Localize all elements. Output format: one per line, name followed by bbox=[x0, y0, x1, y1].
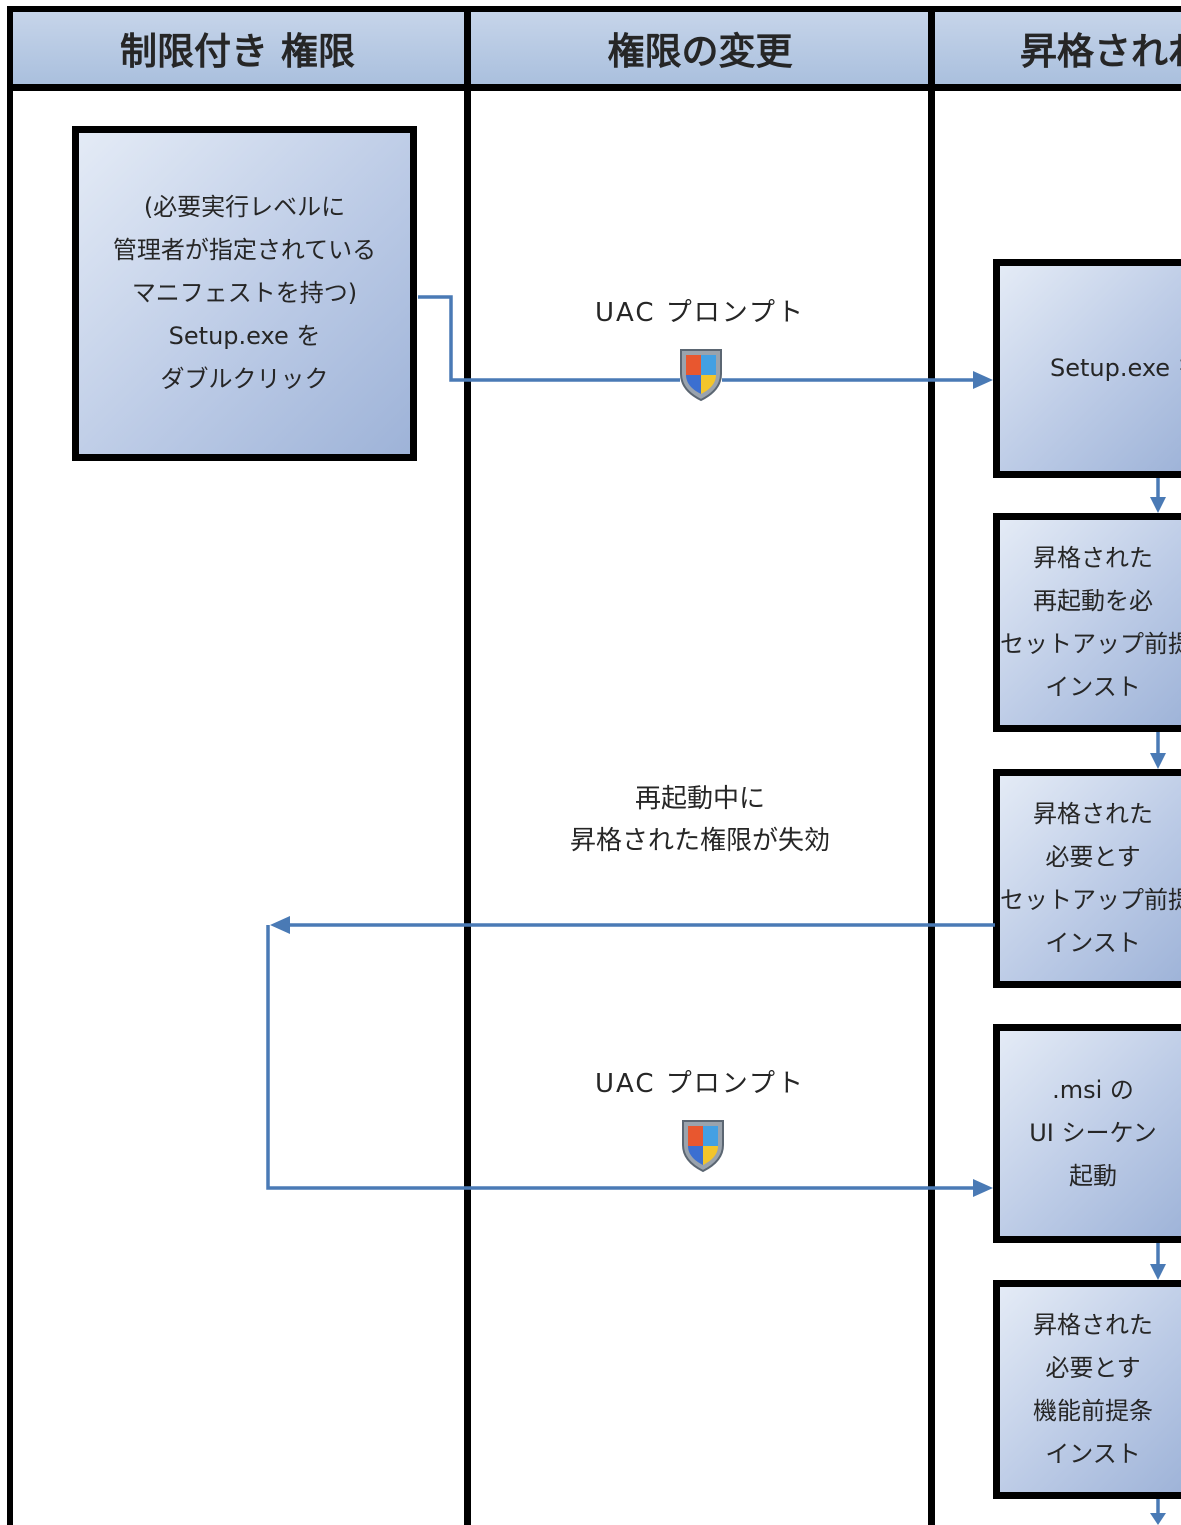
arrowhead bbox=[1150, 497, 1166, 513]
uac-shield-icon bbox=[682, 1120, 724, 1173]
msi-ui-sequence-box: .msi の UI シーケン 起動 bbox=[993, 1024, 1181, 1243]
box-text-line: インスト bbox=[1045, 928, 1141, 957]
box-text-line: 必要とす bbox=[1045, 842, 1141, 871]
lane-header-elevated: 昇格されれ bbox=[1020, 30, 1181, 73]
label-line: 再起動中に bbox=[634, 784, 765, 814]
uac-prompt-label: UAC プロンプト bbox=[595, 1069, 805, 1099]
box-text-line: 昇格された bbox=[1033, 799, 1153, 828]
header-divider bbox=[7, 84, 1181, 91]
box-text-line: 昇格された bbox=[1033, 543, 1153, 572]
lane-header-change: 権限の変更 bbox=[607, 30, 793, 73]
box-text-line: マニフェストを持つ) bbox=[131, 279, 358, 307]
box-text-line: Setup.exe を bbox=[168, 322, 321, 350]
lane-divider-2 bbox=[928, 6, 935, 1525]
arrow-line bbox=[266, 925, 975, 1190]
box-text-line: 再起動を必 bbox=[1033, 586, 1153, 615]
feature-prereq-install-box: 昇格された 必要とす 機能前提条 インスト bbox=[993, 1280, 1181, 1499]
box-text-line: 昇格された bbox=[1033, 1310, 1153, 1339]
run-setup-elevated-box: Setup.exe を bbox=[993, 259, 1181, 478]
arrow-line bbox=[418, 295, 680, 382]
label-line: 昇格された権限が失効 bbox=[569, 826, 830, 856]
arrowhead bbox=[1150, 1264, 1166, 1280]
lane-header-restricted: 制限付き 権限 bbox=[120, 30, 355, 73]
box-text-line: インスト bbox=[1045, 672, 1141, 701]
reboot-prereq-install-box: 昇格された 再起動を必 セットアップ前提 インスト bbox=[993, 513, 1181, 732]
lane-left-border bbox=[7, 6, 13, 1525]
arrowhead bbox=[973, 1179, 993, 1197]
box-text-line: (必要実行レベルに bbox=[143, 193, 346, 221]
lane-divider-1 bbox=[464, 6, 471, 1525]
box-text-line: UI シーケン bbox=[1029, 1119, 1157, 1147]
box-text-line: 必要とす bbox=[1045, 1353, 1141, 1382]
box-text-line: セットアップ前提 bbox=[1000, 885, 1181, 914]
uac-prompt-label: UAC プロンプト bbox=[595, 298, 805, 328]
box-text-line: 機能前提条 bbox=[1033, 1396, 1153, 1425]
arrowhead bbox=[973, 371, 993, 389]
arrowhead bbox=[1150, 1513, 1166, 1525]
privilege-expire-label: 再起動中に 昇格された権限が失効 bbox=[470, 778, 930, 862]
elevated-prereq-install-box: 昇格された 必要とす セットアップ前提 インスト bbox=[993, 769, 1181, 988]
box-text-line: 管理者が指定されている bbox=[112, 236, 377, 264]
arrowhead bbox=[1150, 753, 1166, 769]
top-border bbox=[7, 6, 1181, 12]
arrowhead bbox=[270, 916, 290, 934]
setup-doubleclick-box: (必要実行レベルに 管理者が指定されている マニフェストを持つ) Setup.e… bbox=[72, 126, 417, 461]
box-text-line: ダブルクリック bbox=[160, 365, 329, 393]
box-text-line: インスト bbox=[1045, 1439, 1141, 1468]
box-text-line: .msi の bbox=[1052, 1076, 1134, 1104]
header-row bbox=[10, 10, 1181, 86]
box-text-line: Setup.exe を bbox=[1050, 354, 1181, 382]
uac-shield-icon bbox=[680, 349, 722, 402]
box-text-line: 起動 bbox=[1069, 1162, 1117, 1190]
box-text-line: セットアップ前提 bbox=[1000, 629, 1181, 658]
